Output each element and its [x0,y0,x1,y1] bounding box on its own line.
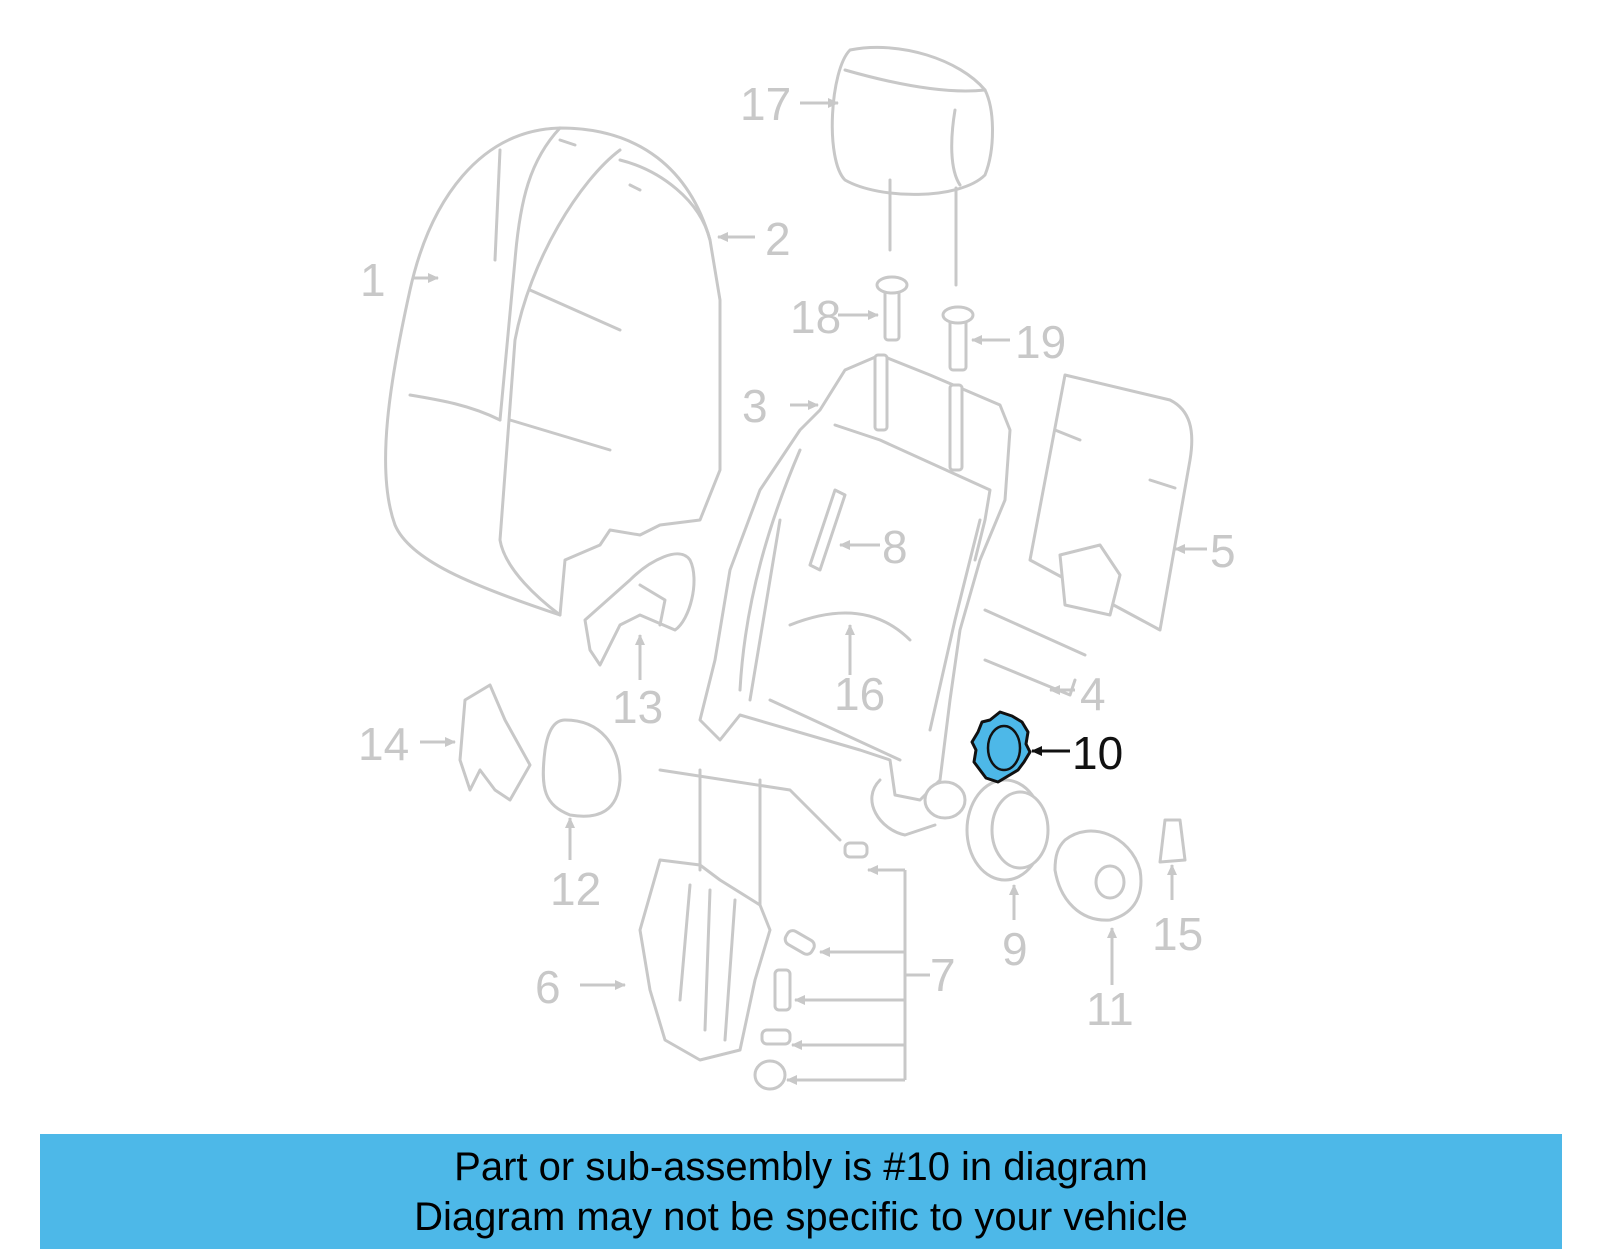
callout-11: 11 [1086,983,1134,1035]
part-13-bracket [583,552,696,667]
part-17-headrest [830,45,994,287]
callout-16: 16 [834,668,885,720]
callout-8: 8 [882,521,908,573]
callout-19: 19 [1015,316,1066,368]
part-9-knob [965,778,1050,882]
callout-17: 17 [740,78,791,130]
callout-7: 7 [930,949,956,1001]
part-16-wire [788,611,912,642]
part-2-seat-back-cover [618,158,712,242]
leader-lines [414,98,1207,1085]
callout-labels: 1 2 3 4 5 6 7 8 9 10 11 12 13 14 15 16 1… [358,78,1236,1035]
part-1-seat-back-cushion [384,126,722,617]
callout-6: 6 [535,961,561,1013]
part-10-highlighted [970,710,1032,784]
part-7-fasteners [753,841,869,1091]
callout-1: 1 [360,254,386,306]
callout-12: 12 [550,863,601,915]
part-14-trim [458,683,532,802]
part-15-clip [1158,818,1187,864]
callout-3: 3 [742,380,768,432]
callout-4: 4 [1080,668,1106,720]
callout-15: 15 [1152,908,1203,960]
banner-line-disclaimer: Diagram may not be specific to your vehi… [414,1194,1188,1239]
part-19-guide [941,305,975,372]
banner-line-part: Part or sub-assembly is #10 in diagram [454,1144,1148,1189]
info-banner: Part or sub-assembly is #10 in diagram D… [40,1134,1562,1249]
part-5-back-panel [1028,373,1194,632]
callout-10: 10 [1072,727,1123,779]
callout-14: 14 [358,718,409,770]
part-3-seat-back-frame [698,353,1012,837]
callout-9: 9 [1002,923,1028,975]
callout-5: 5 [1210,525,1236,577]
part-11-cover [1053,829,1143,922]
part-4-strip [983,608,1087,697]
part-6-recliner [638,768,842,1062]
callout-18: 18 [790,291,841,343]
part-18-guide [875,275,909,342]
callout-13: 13 [612,681,663,733]
part-12-cover [541,718,622,818]
callout-2: 2 [765,213,791,265]
part-8-lumbar [808,488,847,572]
parts-diagram: 1 2 3 4 5 6 7 8 9 10 11 12 13 14 15 16 1… [358,45,1236,1091]
